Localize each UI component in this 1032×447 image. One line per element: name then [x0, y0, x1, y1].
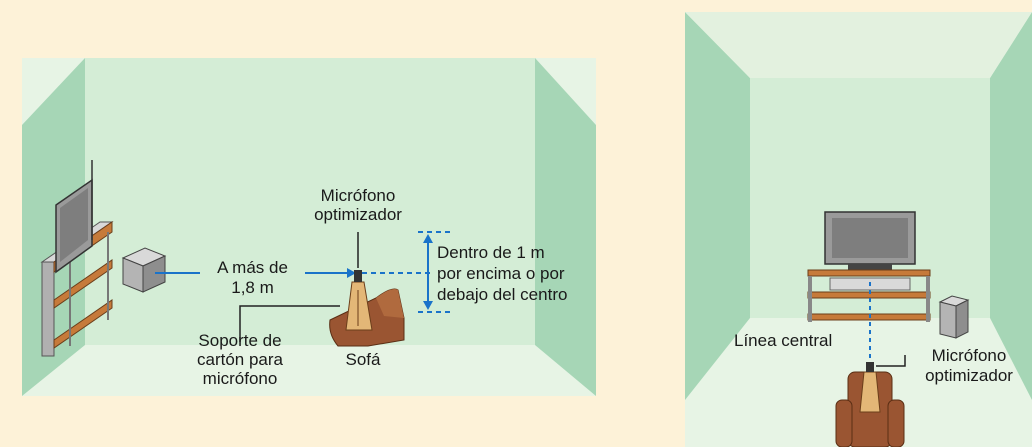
- left-room: [22, 58, 596, 396]
- center-line-label: Línea central: [734, 331, 833, 350]
- left-mic: [354, 270, 362, 282]
- right-mic: [866, 362, 874, 372]
- mic-label-line-1: Micrófono: [320, 186, 396, 205]
- right-mic-label-line-2: optimizador: [925, 366, 1013, 385]
- right-tv: [824, 211, 916, 270]
- cardboard-mic-stand: [345, 270, 373, 331]
- right-mic-label-line-1: Micrófono: [931, 346, 1007, 365]
- height-label-line-1: Dentro de 1 m: [437, 243, 545, 262]
- distance-arrow: [155, 268, 430, 278]
- right-room-ceiling: [685, 12, 1032, 78]
- height-label-line-3: debajo del centro: [437, 285, 568, 304]
- right-room-back-wall: [750, 78, 990, 318]
- right-mic-stand: [859, 362, 881, 413]
- mic-label-line-2: optimizador: [314, 205, 402, 224]
- right-room-right-wall: [990, 12, 1032, 400]
- right-subwoofer: [938, 295, 970, 339]
- distance-label-line-2: 1,8 m: [231, 278, 274, 297]
- right-mic-leader-line: [876, 355, 906, 367]
- stand-label-line-2: cartón para: [197, 350, 283, 369]
- height-label-line-2: por encima o por: [437, 264, 565, 283]
- stand-label-line-3: micrófono: [202, 369, 278, 388]
- stand-label-line-1: Soporte de: [198, 331, 282, 350]
- left-subwoofer: [121, 247, 167, 293]
- left-tv-rack: [40, 160, 114, 357]
- right-room-left-wall: [685, 12, 750, 400]
- distance-label-line-1: A más de: [217, 258, 288, 277]
- stand-leader-line: [239, 305, 340, 342]
- sofa-label: Sofá: [345, 350, 381, 369]
- height-range-indicator: [418, 231, 452, 313]
- left-room-right-wall: [535, 58, 596, 396]
